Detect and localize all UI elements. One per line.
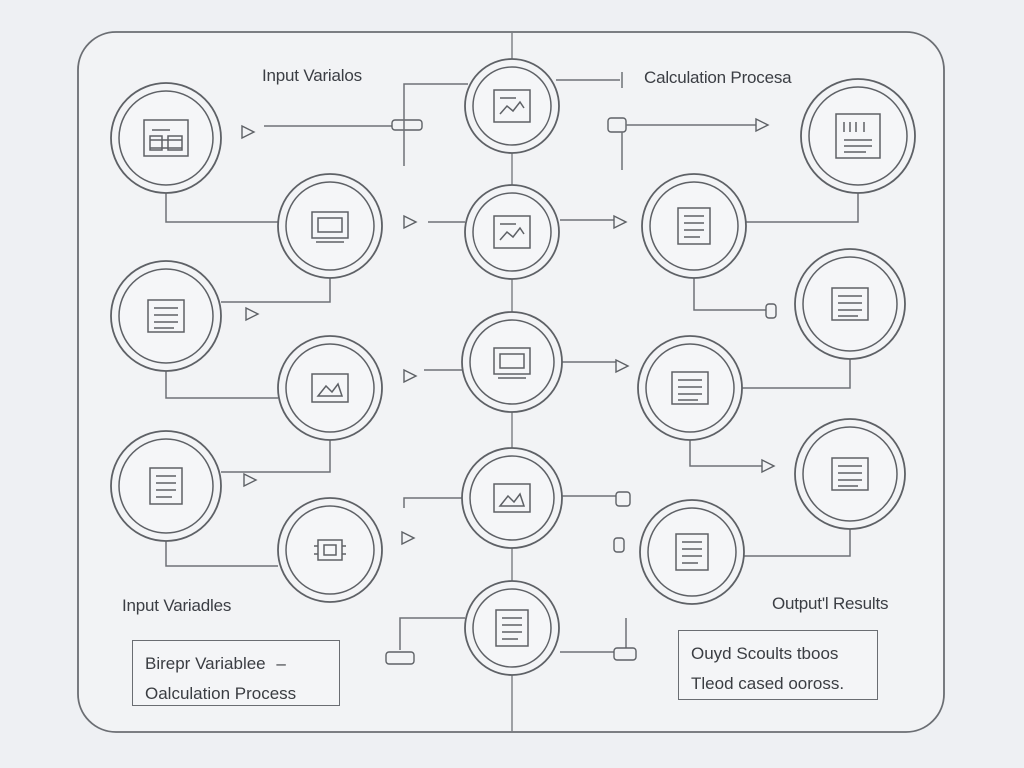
node-inner-ring <box>285 343 375 433</box>
arrow-mr2-r3 <box>761 458 776 474</box>
report-icon <box>835 113 881 159</box>
chip-icon <box>314 539 346 561</box>
list-icon <box>675 533 709 571</box>
node-inner-ring <box>285 505 375 595</box>
node-inner-ring <box>469 319 555 405</box>
connector-note-c5-left <box>399 617 465 650</box>
arrow-ml1-c2 <box>403 214 418 230</box>
bullet-left-bottom <box>385 651 415 665</box>
node-inner-ring <box>808 86 908 186</box>
arrow-right-top <box>755 117 770 133</box>
connector-ml1-l2 <box>221 278 331 303</box>
node-c2 <box>464 184 560 280</box>
document-icon <box>147 299 185 333</box>
arrow-ml2-c3 <box>403 368 418 384</box>
bullet-mr1-r2 <box>765 303 777 319</box>
node-inner-ring <box>472 66 552 146</box>
list-icon <box>149 467 183 505</box>
node-r1 <box>800 78 916 194</box>
arrow-ml3-c4 <box>401 530 416 546</box>
monitor-icon <box>311 211 349 243</box>
node-l3 <box>110 430 222 542</box>
node-c1 <box>464 58 560 154</box>
node-inner-ring <box>469 455 555 541</box>
left-note-mark: – <box>276 654 286 673</box>
bullet-mr3-left <box>613 537 625 553</box>
arrow-c2-mr1 <box>613 214 628 230</box>
chart-icon <box>493 215 531 249</box>
label-calculation-process: Calculation Procesa <box>644 68 792 87</box>
node-r2 <box>794 248 906 360</box>
left-note-line1: Birepr Variablee <box>145 654 266 673</box>
document-icon <box>831 457 869 491</box>
nodes-layer <box>110 58 916 676</box>
node-c5 <box>464 580 560 676</box>
arrow-l2-out <box>245 306 260 322</box>
node-inner-ring <box>118 90 214 186</box>
table-icon <box>143 119 189 157</box>
connector-ml2-l3 <box>221 440 331 473</box>
label-input-variables-top: Input Varialos <box>262 66 362 85</box>
image-icon <box>311 373 349 403</box>
left-note-line2: Oalculation Process <box>145 684 297 703</box>
node-inner-ring <box>472 588 552 668</box>
right-note-line1: Ouyd Scoults tboos <box>691 644 839 663</box>
chart-icon <box>493 89 531 123</box>
node-mr1 <box>641 173 747 279</box>
label-output-results: Output'l Results <box>772 594 889 613</box>
connector-ml3-c4 <box>403 497 462 508</box>
node-inner-ring <box>802 426 898 522</box>
node-ml1 <box>277 173 383 279</box>
bullet-left-top <box>391 119 423 131</box>
node-mr3 <box>639 499 745 605</box>
node-inner-ring <box>802 256 898 352</box>
label-input-variables-bottom: Input Variadles <box>122 596 232 615</box>
node-inner-ring <box>285 181 375 271</box>
connector-mr1-r2 <box>693 278 768 311</box>
node-c4 <box>461 447 563 549</box>
left-note-box: Birepr Variablee – Oalculation Process <box>132 640 340 706</box>
node-inner-ring <box>649 181 739 271</box>
right-note-box: Ouyd Scoults tboos Tleod cased ooross. <box>678 630 878 700</box>
arrow-l3-out <box>243 472 258 488</box>
bullet-right-top <box>607 117 627 133</box>
connectors <box>165 72 859 665</box>
node-ml3 <box>277 497 383 603</box>
node-inner-ring <box>472 192 552 272</box>
node-ml2 <box>277 335 383 441</box>
connector-l3-ml3 <box>165 541 278 567</box>
connector-mr2-r3 <box>689 440 764 467</box>
connector-r3-mr3 <box>744 529 851 557</box>
node-inner-ring <box>645 343 735 433</box>
bullet-c4-mr3 <box>615 491 631 507</box>
right-note-line2: Tleod cased ooross. <box>691 674 845 693</box>
monitor-icon <box>493 347 531 379</box>
connector-l1-ml1 <box>165 193 278 223</box>
list-icon <box>677 207 711 245</box>
node-c3 <box>461 311 563 413</box>
node-mr2 <box>637 335 743 441</box>
connector-r1-mr1 <box>746 193 859 223</box>
node-r3 <box>794 418 906 530</box>
document-icon <box>671 371 709 405</box>
image-icon <box>493 483 531 513</box>
connector-r2-mr2 <box>742 359 851 389</box>
node-l2 <box>110 260 222 372</box>
node-l1 <box>110 82 222 194</box>
bullet-right-bottom <box>613 647 637 661</box>
connector-spine-top-left <box>403 83 468 166</box>
node-inner-ring <box>647 507 737 597</box>
arrow-c3-mr2 <box>615 358 630 374</box>
node-inner-ring <box>118 268 214 364</box>
arrow-l1-out <box>241 124 256 140</box>
node-inner-ring <box>118 438 214 534</box>
list-icon <box>495 609 529 647</box>
document-icon <box>831 287 869 321</box>
connector-l2-ml2 <box>165 371 278 399</box>
